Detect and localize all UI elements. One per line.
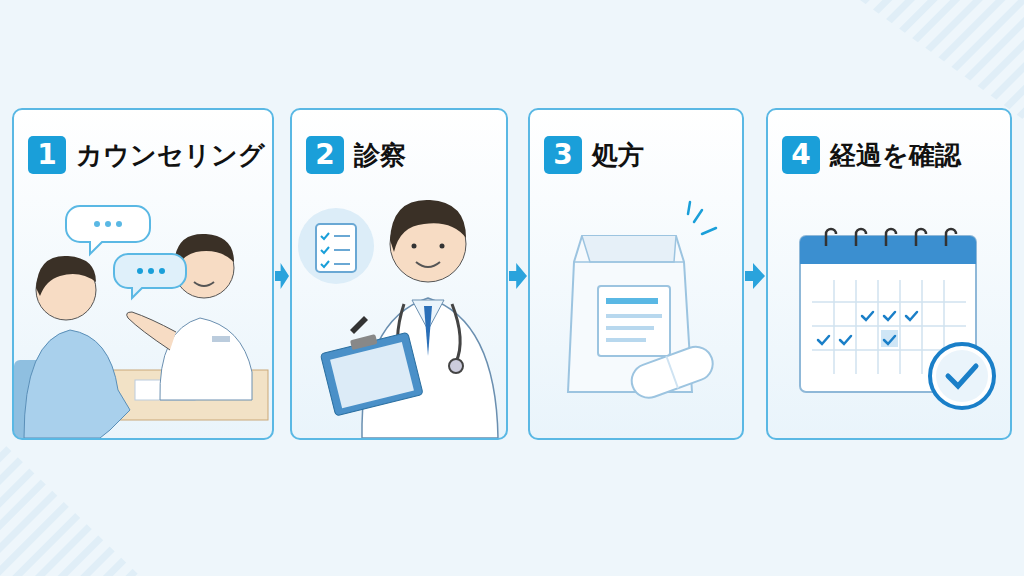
arrow-shape [745, 263, 765, 289]
counseling-scene [14, 206, 268, 438]
step-number: 2 [306, 136, 344, 174]
step-number: 4 [782, 136, 820, 174]
flow-arrow [745, 263, 765, 289]
step-panel: 1 カウンセリング [12, 108, 274, 440]
calendar-scene [800, 229, 994, 408]
medicine-scene [568, 202, 718, 403]
flow-arrow [275, 263, 289, 289]
step-number: 3 [544, 136, 582, 174]
step-panel: 4 経過を確認 [766, 108, 1012, 440]
flow-arrow [509, 263, 527, 289]
arrow-shape [275, 263, 289, 289]
step-label: 処方 [592, 138, 644, 172]
step-panel: 2 診察 [290, 108, 508, 440]
step-panel: 3 処方 [528, 108, 744, 440]
doctor-scene [298, 200, 498, 438]
step-label: カウンセリング [76, 138, 265, 172]
arrow-shape [509, 263, 527, 289]
step-label: 診察 [354, 138, 406, 172]
step-number: 1 [28, 136, 66, 174]
step-label: 経過を確認 [830, 138, 961, 172]
